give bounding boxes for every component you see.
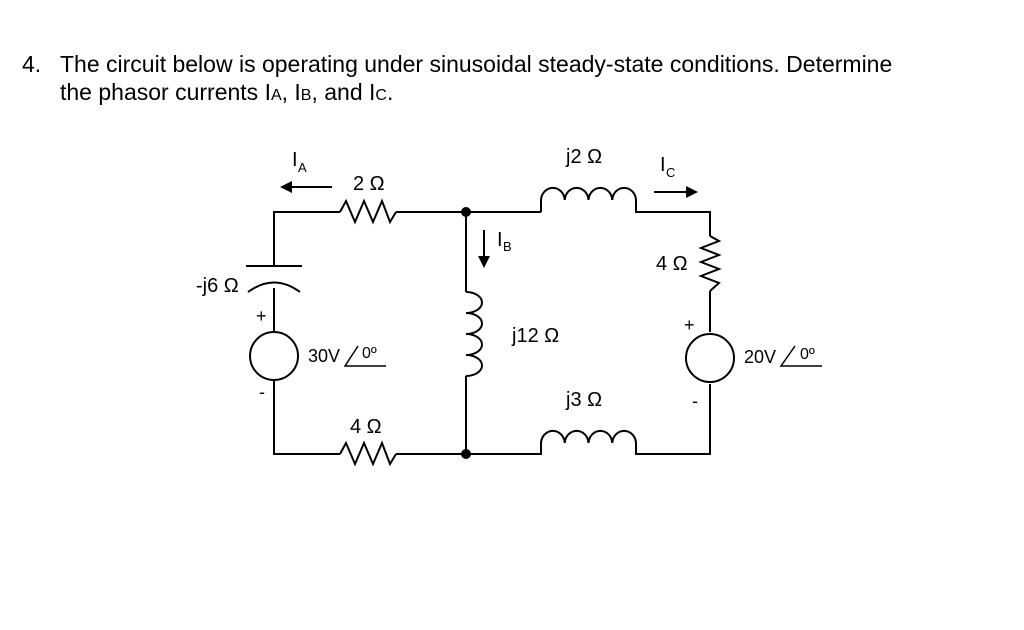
source-right-plus: + [684, 315, 695, 335]
source-right-angle: 0º [800, 346, 815, 363]
problem-text-2: the phasor currents [60, 79, 265, 105]
ic-text: I [369, 79, 376, 105]
end-punct: . [386, 79, 394, 105]
problem-text-1: The circuit below is operating under sin… [60, 51, 893, 77]
label-ic-sub: C [666, 165, 675, 180]
source-left-angle: 0º [362, 345, 377, 362]
source-right [685, 333, 735, 383]
source-left [249, 331, 299, 381]
ib-text-sub: B [300, 87, 312, 104]
inductor-j12 [465, 291, 483, 377]
label-j12: j12 Ω [511, 325, 559, 347]
source-left-minus: - [259, 382, 265, 402]
problem-line-1: 4. The circuit below is operating under s… [22, 50, 1012, 78]
source-left-value: 30V [308, 346, 340, 366]
wire-right-bottom [635, 384, 711, 455]
wire-top-right [635, 200, 711, 236]
source-left-plus: + [256, 306, 267, 326]
label-j3: j3 Ω [565, 389, 602, 411]
label-2ohm: 2 Ω [353, 173, 385, 195]
inductor-j3 [540, 429, 637, 444]
ia-text-sub: A [270, 87, 282, 104]
sep-1: , [281, 79, 295, 105]
label-j2: j2 Ω [565, 146, 602, 168]
wire-bottom-mid [396, 443, 542, 455]
junction-bottom [461, 449, 471, 459]
resistor-4ohm-bottom [339, 440, 397, 467]
label-cap: -j6 Ω [196, 275, 239, 297]
label-ib: I [497, 229, 503, 251]
source-right-angle-symbol [779, 345, 822, 367]
ib-text: I [294, 79, 301, 105]
capacitor-plate-curved [247, 281, 301, 293]
problem-number: 4. [22, 51, 42, 77]
label-ia-sub: A [298, 160, 307, 175]
label-4ohm-right: 4 Ω [656, 253, 688, 275]
problem-line-2: the phasor currents IA, IB, and IC. [22, 78, 1012, 110]
problem-statement: 4. The circuit below is operating under s… [22, 50, 1012, 110]
sep-2: , and [311, 79, 370, 105]
resistor-2ohm [339, 198, 397, 225]
junction-top [461, 207, 471, 217]
label-ic: I [660, 154, 666, 176]
current-ia-arrow [280, 181, 332, 193]
wires [273, 200, 711, 455]
current-ib-arrow [478, 230, 490, 268]
current-ic-arrow [654, 186, 698, 198]
label-ib-sub: B [503, 239, 512, 254]
source-right-minus: - [692, 391, 698, 411]
ic-text-sub: C [375, 87, 387, 104]
source-right-value: 20V [744, 347, 776, 367]
label-ia: I [292, 149, 298, 171]
ia-text: I [264, 79, 271, 105]
resistor-4ohm-right [698, 235, 722, 292]
wire-left-top [273, 211, 340, 265]
inductor-j2 [540, 186, 637, 201]
wire-left-bottom [273, 380, 340, 455]
source-left-angle-symbol [343, 345, 386, 367]
label-4ohm-bottom: 4 Ω [350, 416, 382, 438]
